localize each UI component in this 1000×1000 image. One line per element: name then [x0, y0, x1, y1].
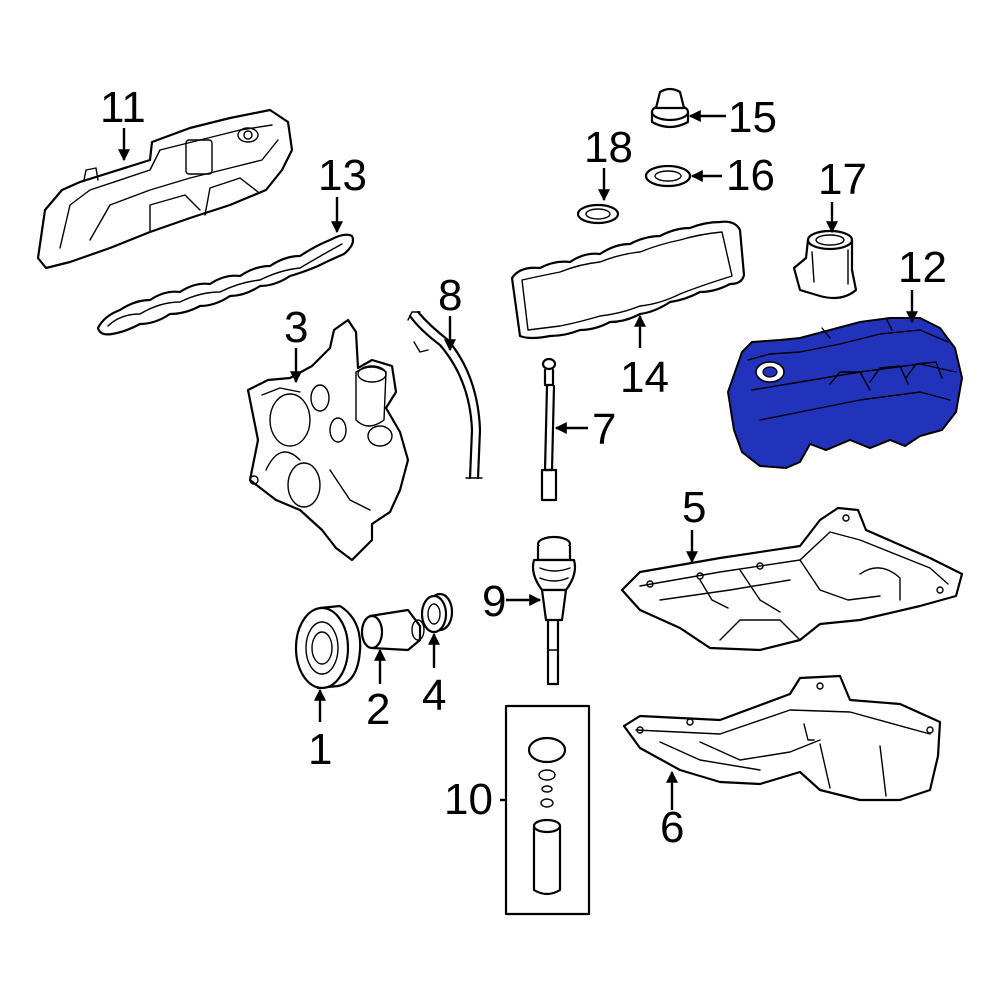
part-14-gasket[interactable]: [510, 220, 746, 340]
part-7-dipstick[interactable]: [540, 357, 558, 502]
callout-16[interactable]: 16: [726, 151, 775, 200]
part-13-gasket[interactable]: [96, 233, 355, 336]
callout-8[interactable]: 8: [438, 271, 462, 320]
callout-4[interactable]: 4: [422, 671, 446, 720]
callout-3[interactable]: 3: [284, 303, 308, 352]
callout-7[interactable]: 7: [592, 405, 616, 454]
leader-arrows: [118, 110, 918, 810]
part-3-timing-cover[interactable]: [246, 318, 410, 562]
callout-1[interactable]: 1: [308, 725, 332, 774]
part-9-filter-housing[interactable]: [531, 535, 577, 686]
part-15-cap[interactable]: [650, 87, 690, 129]
callout-13[interactable]: 13: [318, 151, 367, 200]
part-5-upper-oil-pan[interactable]: [620, 506, 964, 652]
part-12-valve-cover[interactable]: [726, 317, 964, 470]
callout-9[interactable]: 9: [482, 577, 506, 626]
part-2-bushing[interactable]: [360, 608, 425, 652]
part-4-seal[interactable]: [420, 592, 454, 634]
callout-6[interactable]: 6: [660, 803, 684, 852]
callout-14[interactable]: 14: [620, 353, 669, 402]
callout-18[interactable]: 18: [584, 123, 633, 172]
part-16-seal[interactable]: [644, 164, 692, 188]
callout-5[interactable]: 5: [682, 483, 706, 532]
part-6-lower-oil-pan[interactable]: [622, 674, 942, 802]
callout-17[interactable]: 17: [818, 155, 867, 204]
callout-2[interactable]: 2: [366, 685, 390, 734]
callout-15[interactable]: 15: [728, 93, 777, 142]
part-11-engine-cover[interactable]: [36, 108, 294, 270]
part-8-tube[interactable]: [407, 310, 483, 480]
callout-11[interactable]: 11: [100, 83, 146, 132]
part-18-o-ring[interactable]: [576, 203, 620, 225]
callout-12[interactable]: 12: [898, 243, 947, 292]
part-10-filter-kit[interactable]: [504, 704, 591, 916]
callout-labels: 11 13 3 8 18 15 16 17 12 14 7 5 9 2 4 1 …: [100, 83, 947, 852]
part-1-pulley[interactable]: [294, 604, 362, 690]
callout-10[interactable]: 10: [444, 775, 493, 824]
part-17-filler-neck[interactable]: [792, 229, 858, 300]
